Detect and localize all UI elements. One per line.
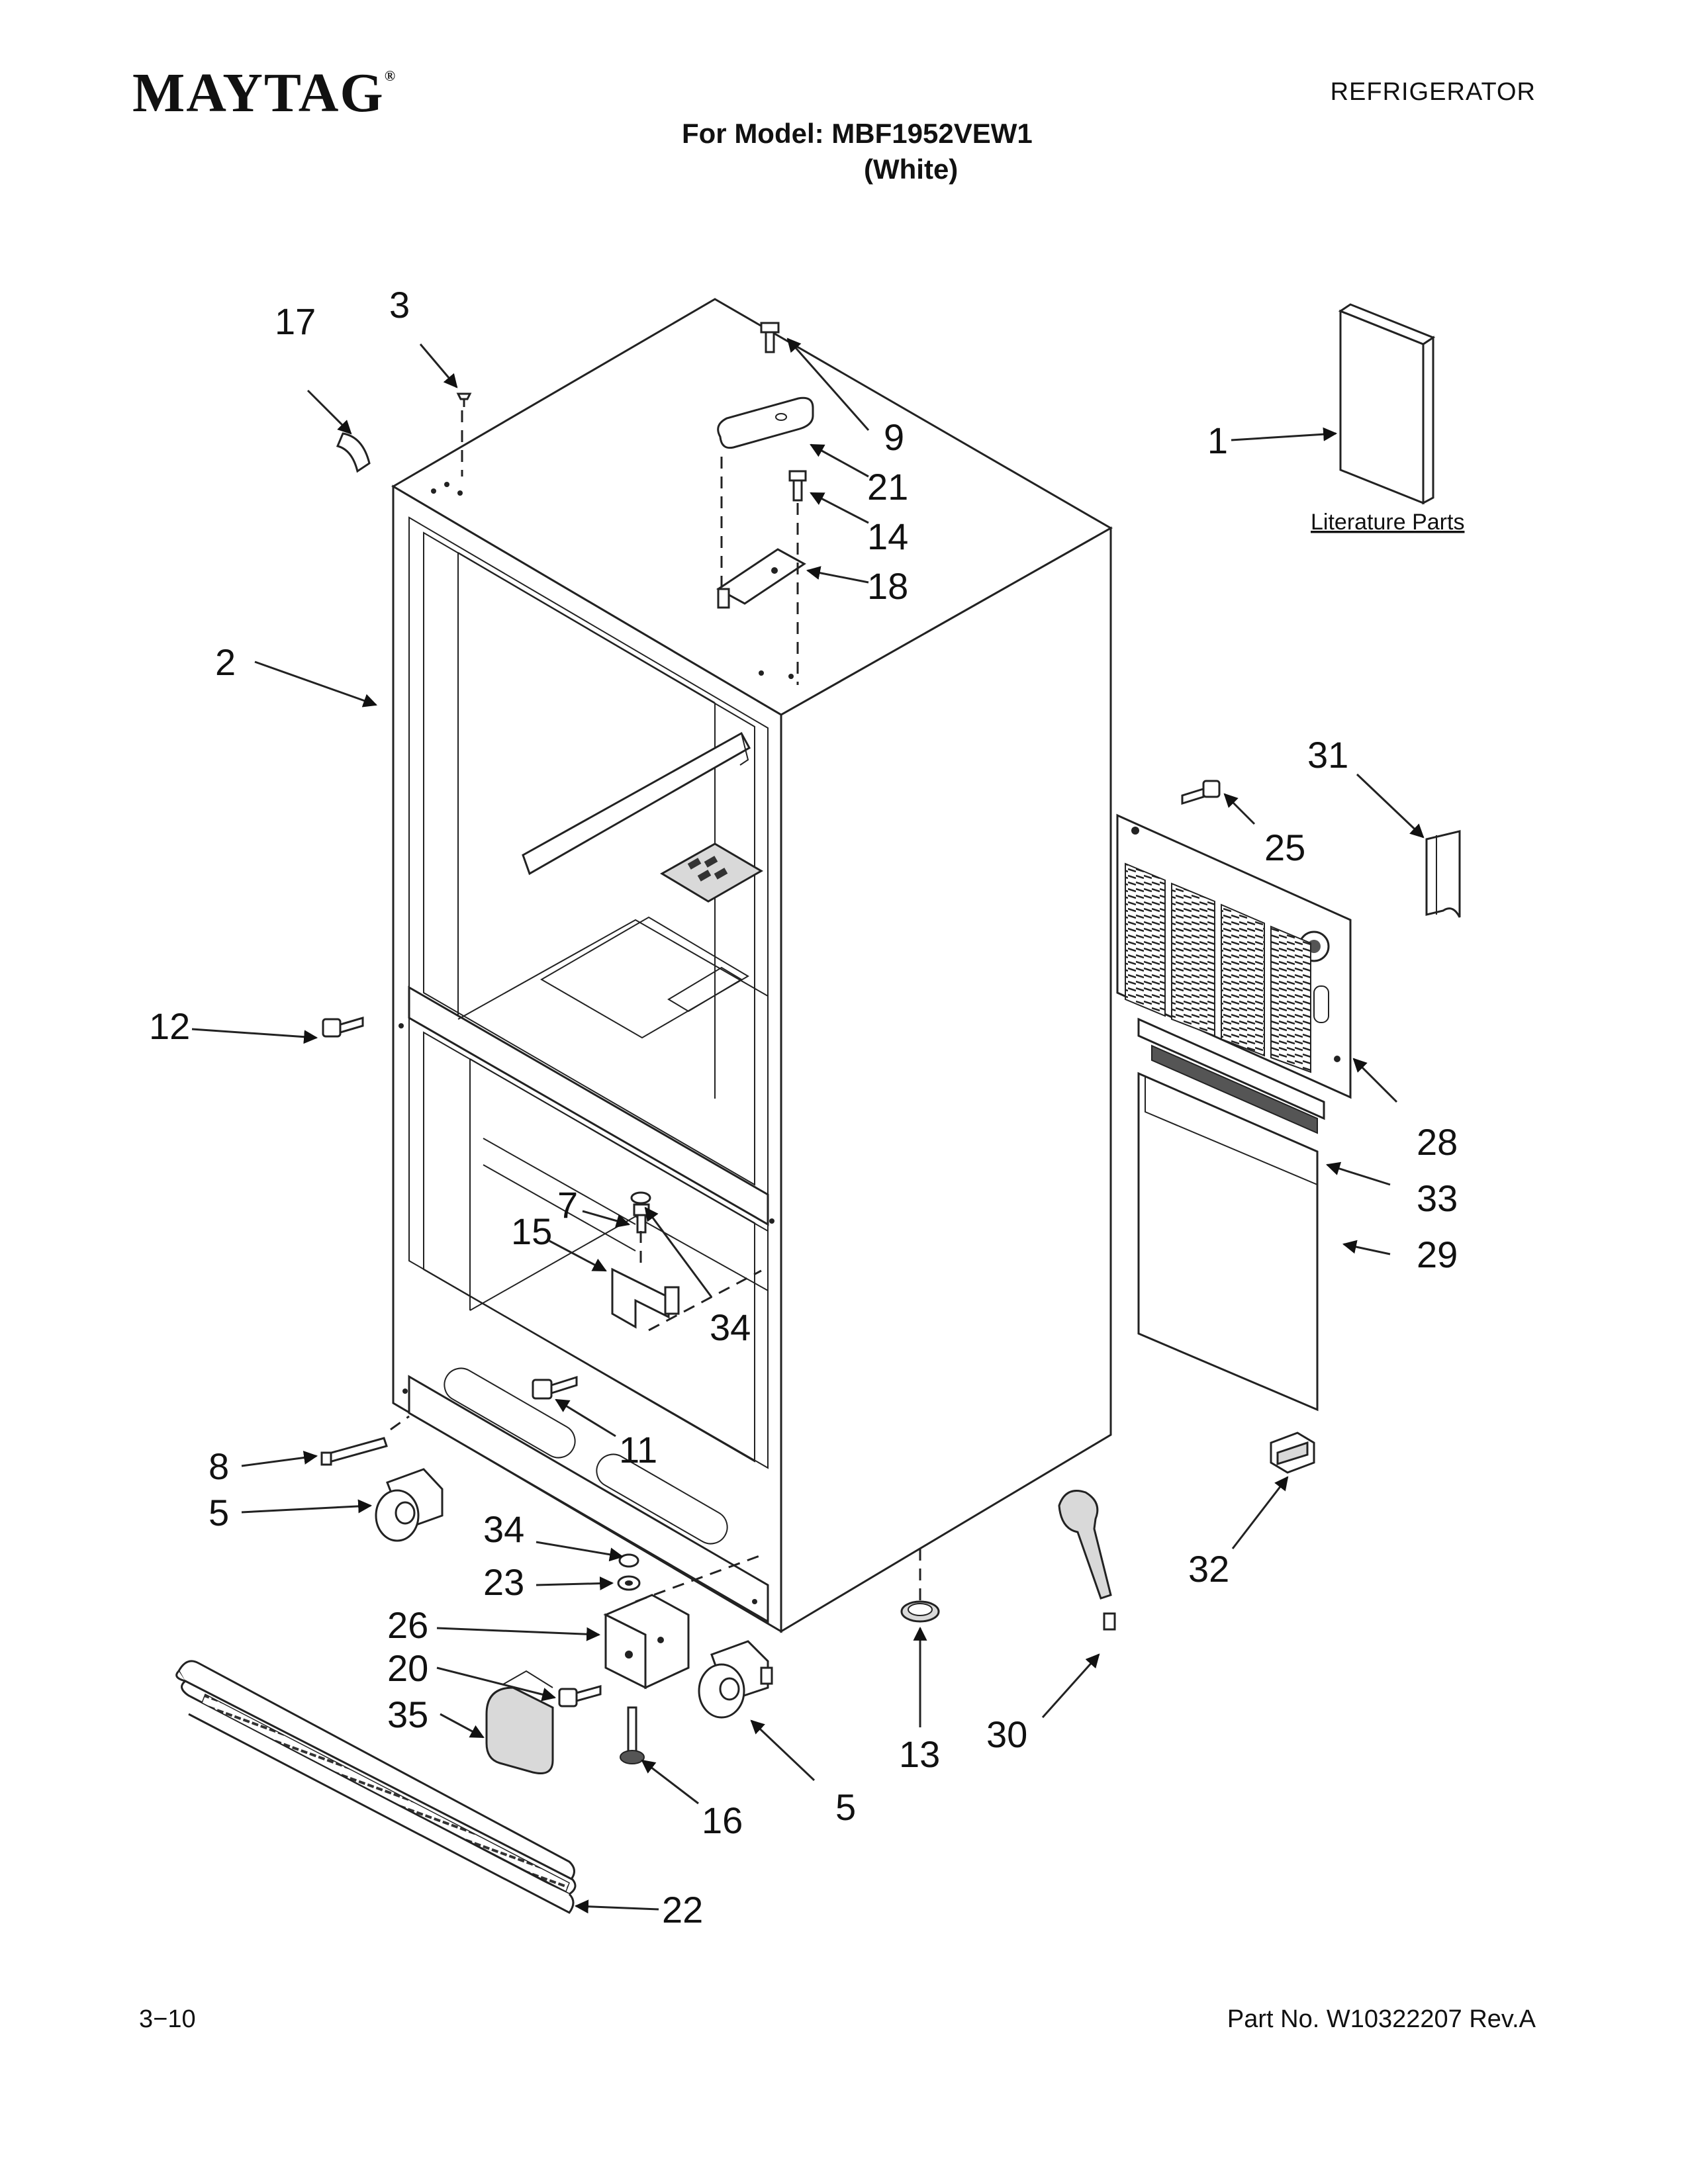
callout-9: 9 bbox=[884, 416, 904, 458]
callout-12: 12 bbox=[149, 1005, 190, 1047]
callout-3: 3 bbox=[389, 284, 410, 326]
part-35-roller-cover bbox=[485, 1670, 554, 1774]
cabinet bbox=[391, 298, 1113, 1633]
callout-17: 17 bbox=[275, 300, 316, 342]
leader-lines bbox=[191, 338, 1425, 1914]
part-9-screw bbox=[760, 322, 780, 353]
callout-13: 13 bbox=[899, 1733, 940, 1775]
callout-2: 2 bbox=[215, 641, 236, 683]
callout-34-lower: 34 bbox=[483, 1508, 524, 1550]
part-22-base-grille bbox=[175, 1660, 577, 1914]
part-30-drain-tube bbox=[1058, 1490, 1116, 1631]
part-14-screw bbox=[788, 470, 807, 502]
callout-15: 15 bbox=[511, 1210, 552, 1252]
callout-32: 32 bbox=[1188, 1548, 1229, 1590]
callout-7: 7 bbox=[557, 1184, 578, 1226]
callout-5-left: 5 bbox=[209, 1492, 229, 1533]
part-20-screw bbox=[558, 1685, 602, 1707]
part-15-bracket bbox=[611, 1267, 680, 1329]
brand-logo: MAYTAG® bbox=[132, 62, 397, 124]
color-line: (White) bbox=[864, 154, 959, 185]
callout-31: 31 bbox=[1307, 734, 1348, 776]
callout-1: 1 bbox=[1207, 420, 1228, 461]
part-17-cap bbox=[336, 432, 371, 473]
part-23-washer bbox=[617, 1575, 641, 1591]
part-16-leveling-leg bbox=[620, 1706, 645, 1764]
callout-16: 16 bbox=[702, 1799, 743, 1841]
part-28-access-panel bbox=[1116, 813, 1352, 1099]
callout-23: 23 bbox=[483, 1561, 524, 1603]
callout-35: 35 bbox=[387, 1694, 428, 1735]
document-type: REFRIGERATOR bbox=[1330, 78, 1536, 106]
part-34-washer-lower bbox=[618, 1553, 639, 1568]
part-26-leveler-bracket bbox=[603, 1594, 690, 1690]
callout-11: 11 bbox=[619, 1429, 657, 1471]
callout-21: 21 bbox=[867, 466, 908, 508]
callout-20: 20 bbox=[387, 1647, 428, 1689]
callout-34-upper: 34 bbox=[710, 1306, 751, 1348]
callout-25: 25 bbox=[1264, 827, 1305, 868]
part-number: Part No. W10322207 Rev.A bbox=[1227, 2005, 1536, 2033]
part-32-clip bbox=[1270, 1432, 1315, 1474]
callout-8: 8 bbox=[209, 1445, 229, 1487]
page-number: 3−10 bbox=[139, 2005, 196, 2033]
callout-14: 14 bbox=[867, 516, 908, 557]
part-31-trim-clip bbox=[1425, 830, 1461, 918]
part-5-roller-front-left bbox=[375, 1468, 444, 1542]
callout-26: 26 bbox=[387, 1604, 428, 1646]
part-18-hinge bbox=[716, 548, 806, 609]
callout-5-right: 5 bbox=[835, 1786, 856, 1828]
part-11-screw bbox=[532, 1375, 578, 1400]
callout-18: 18 bbox=[867, 565, 908, 607]
part-33-gasket bbox=[1137, 1017, 1325, 1134]
callout-28: 28 bbox=[1417, 1121, 1458, 1163]
part-34-washer-upper bbox=[630, 1191, 651, 1205]
part-12-screw bbox=[322, 1016, 364, 1038]
callout-30: 30 bbox=[986, 1713, 1027, 1755]
part-21-hinge-cover bbox=[717, 396, 814, 449]
part-8-bolt bbox=[320, 1437, 388, 1466]
callout-29: 29 bbox=[1417, 1234, 1458, 1275]
model-line: For Model: MBF1952VEW1 bbox=[682, 118, 1033, 149]
part-1-literature bbox=[1338, 303, 1436, 505]
part-13-plug bbox=[900, 1600, 940, 1623]
part-25-screw bbox=[1181, 780, 1221, 805]
part-29-base-panel bbox=[1137, 1071, 1319, 1412]
callout-33: 33 bbox=[1417, 1177, 1458, 1219]
part-3-screw bbox=[456, 392, 472, 407]
literature-parts-label: Literature Parts bbox=[1311, 510, 1464, 535]
part-5-roller-front-right bbox=[698, 1640, 773, 1719]
callout-22: 22 bbox=[662, 1889, 703, 1931]
